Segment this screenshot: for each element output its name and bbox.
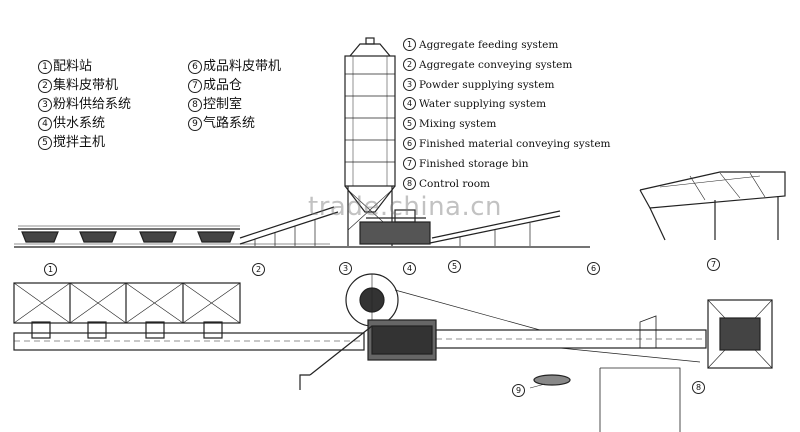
legend-cn-label: 控制室	[203, 97, 243, 112]
control-room-plan	[599, 367, 681, 432]
legend-en-label: Water supplying system	[419, 98, 547, 111]
callout-1: 1	[44, 263, 57, 276]
mixer-structure-elevation	[359, 209, 431, 245]
finished-belt-plan	[394, 289, 707, 363]
callout-8: 8	[692, 381, 705, 394]
air-system-plan	[529, 374, 571, 389]
callout-2: 2	[252, 263, 265, 276]
legend-en-label: Finished storage bin	[419, 157, 529, 170]
plan-view	[13, 273, 773, 432]
legend-cn-label: 供水系统	[53, 116, 106, 131]
aggregate-belt-plan	[13, 332, 365, 351]
legend-cn-label: 集料皮带机	[53, 78, 119, 93]
legend-en-label: Finished material conveying system	[419, 137, 611, 150]
watermark: trade.china.cn	[308, 192, 503, 222]
legend-cn-label: 配料站	[53, 59, 93, 74]
callout-4: 4	[403, 262, 416, 275]
legend-cn-label: 粉料供给系统	[53, 97, 132, 112]
legend-cn-label: 气路系统	[203, 116, 256, 131]
legend-cn-label: 成品仓	[203, 78, 243, 93]
callout-6: 6	[587, 262, 600, 275]
storage-bin-plan	[707, 299, 773, 369]
finished-belt-elevation	[429, 210, 561, 246]
callout-7: 7	[707, 258, 720, 271]
aggregate-bins-elevation	[18, 225, 240, 243]
legend-cn-label: 搅拌主机	[53, 135, 106, 150]
legend-en-label: Aggregate conveying system	[419, 58, 573, 71]
aggregate-belt-elevation	[239, 206, 339, 246]
callout-5: 5	[448, 260, 461, 273]
elevation-view	[14, 37, 786, 248]
mixer-plan	[299, 273, 437, 390]
callout-3: 3	[339, 262, 352, 275]
storage-bin-elevation	[639, 171, 786, 241]
legend-en-label: Control room	[419, 177, 490, 190]
legend-en-label: Aggregate feeding system	[419, 39, 559, 51]
legend-cn-label: 成品料皮带机	[203, 59, 282, 74]
legend-en-label: Mixing system	[419, 118, 497, 131]
callout-9: 9	[512, 384, 525, 397]
aggregate-bins-plan	[13, 282, 241, 339]
legend-en-label: Powder supplying system	[419, 78, 555, 91]
